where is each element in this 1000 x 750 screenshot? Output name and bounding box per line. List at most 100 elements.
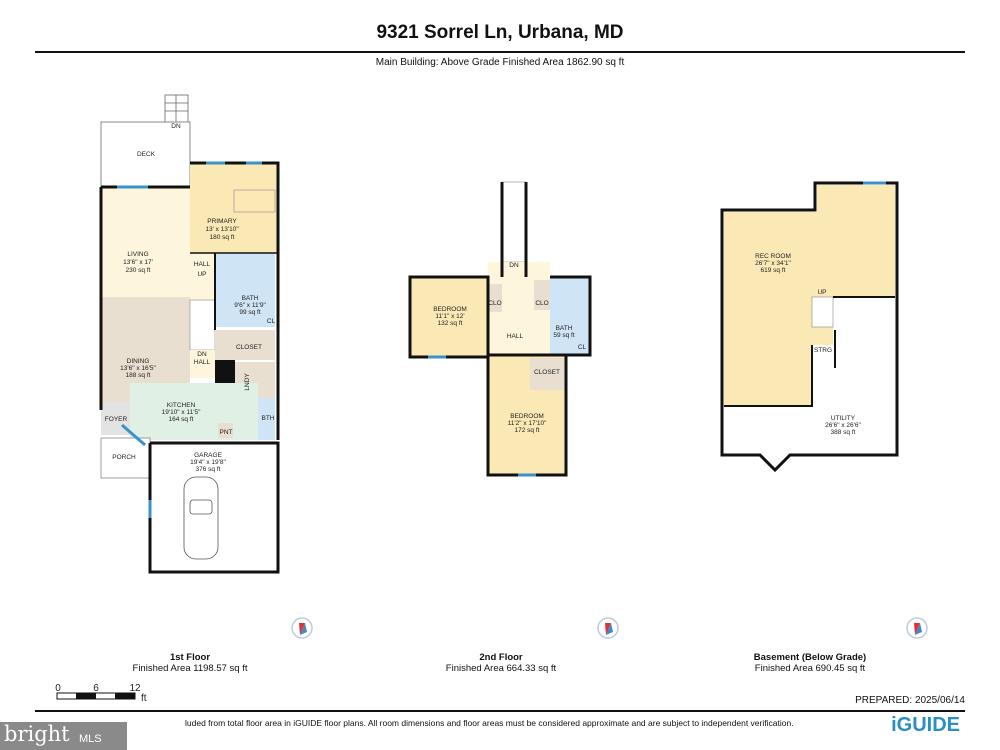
label-garage-dims: 19'4" x 19'8": [190, 459, 226, 466]
room-hall-2: [190, 350, 215, 378]
page-subtitle: Main Building: Above Grade Finished Area…: [375, 57, 625, 68]
label-garage-area: 376 sq ft: [196, 466, 221, 473]
label-utility-dims: 26'6" x 26'6": [825, 422, 861, 429]
label-bedroom-1-dims: 11'1" x 12': [435, 313, 464, 320]
label-living-dims: 13'6" x 17': [123, 259, 153, 266]
room-closet: [530, 358, 565, 390]
floor-name: Basement (Below Grade): [753, 652, 867, 663]
label-kitchen-dims: 19'10" x 11'5": [162, 409, 201, 416]
room-hall: [190, 253, 215, 300]
label-up: UP: [817, 289, 826, 296]
label-closet: CLOSET: [236, 344, 262, 351]
floor-area: Finished Area 664.33 sq ft: [445, 663, 557, 674]
label-kitchen-area: 164 sq ft: [169, 416, 194, 423]
floor-name: 2nd Floor: [479, 652, 523, 663]
stairs: [501, 181, 527, 263]
label-bath: BATH: [556, 325, 573, 332]
label-pantry: PNT: [220, 429, 233, 436]
label-bedroom-2: BEDROOM: [510, 413, 544, 420]
page-title: 9321 Sorrel Ln, Urbana, MD: [376, 22, 624, 43]
room-clo-2: [534, 280, 550, 310]
compass-icon: [291, 617, 313, 639]
label-bth: BTH: [262, 415, 275, 422]
label-bedroom-2-area: 172 sq ft: [515, 427, 540, 434]
floor-caption-basement: Basement (Below Grade) Finished Area 690…: [700, 652, 920, 674]
prepared-date: PREPARED: 2025/06/14: [855, 695, 965, 706]
label-rec-room-area: 619 sq ft: [761, 267, 786, 274]
disclaimer: luded from total floor area in iGUIDE fl…: [185, 718, 794, 728]
label-bath-area: 99 sq ft: [239, 309, 261, 316]
label-storage: STRG: [814, 347, 832, 354]
compass-icon: [906, 617, 928, 639]
scale-tick: 12: [129, 683, 141, 694]
floor-name: 1st Floor: [169, 652, 211, 663]
wall-block: [215, 360, 235, 384]
windows: [428, 355, 536, 477]
label-dn: DN: [509, 262, 519, 269]
stairs: [189, 299, 216, 351]
label-dn: DN: [197, 351, 207, 358]
label-bedroom-1: BEDROOM: [433, 306, 467, 313]
label-bath: BATH: [242, 295, 259, 302]
label-dining-area: 188 sq ft: [126, 372, 151, 379]
scale-tick: 6: [93, 683, 99, 694]
label-utility: UTILITY: [831, 415, 856, 422]
compass-icon: [597, 617, 619, 639]
room-pantry: [218, 423, 233, 438]
label-cl: CL: [267, 318, 276, 325]
room-closet: [215, 330, 275, 360]
label-dining-dims: 13'6" x 16'5": [120, 365, 156, 372]
scale-bar: 0 6 12 ft: [55, 683, 147, 704]
label-clo-2: CLO: [535, 300, 548, 307]
label-living: LIVING: [127, 251, 148, 258]
label-rec-room-dims: 26'7" x 34'1": [755, 260, 791, 267]
label-deck-dn: DN: [171, 123, 181, 130]
label-primary-area: 180 sq ft: [210, 234, 235, 241]
room-clo-1: [488, 284, 502, 312]
floor-caption-1: 1st Floor Finished Area 1198.57 sq ft: [80, 652, 300, 674]
room-bath: [550, 277, 590, 355]
header-divider: [35, 51, 965, 53]
room-kitchen: [130, 383, 258, 440]
label-dining: DINING: [127, 358, 150, 365]
first-floor-plan: DECK DN PRIMARY 13' x 13'10" 180 sq ft L…: [99, 94, 280, 574]
label-utility-area: 388 sq ft: [831, 429, 856, 436]
label-hall-2: HALL: [194, 359, 211, 366]
scale-unit: ft: [141, 693, 147, 704]
windows: [117, 161, 262, 518]
label-hall: HALL: [194, 261, 211, 268]
floor-area: Finished Area 1198.57 sq ft: [132, 663, 248, 674]
footer-divider: [35, 710, 965, 712]
label-cl: CL: [578, 344, 587, 351]
deck-stairs: [164, 94, 189, 123]
label-up: UP: [197, 271, 206, 278]
car-icon: [183, 476, 219, 560]
floor-area: Finished Area 690.45 sq ft: [754, 663, 866, 674]
scale-tick: 0: [55, 683, 61, 694]
label-rec-room: REC ROOM: [755, 253, 791, 260]
label-garage: GARAGE: [194, 452, 222, 459]
second-floor-plan: DN BEDROOM 11'1" x 12' 132 sq ft CLO CLO…: [408, 181, 592, 477]
room-bath: [215, 253, 275, 327]
room-deck: [100, 121, 191, 188]
label-foyer: FOYER: [105, 416, 128, 423]
label-deck: DECK: [137, 151, 156, 158]
bed-furniture: [233, 189, 276, 213]
label-porch: PORCH: [112, 454, 136, 461]
walls: [724, 296, 895, 407]
room-bedroom-1: [410, 277, 488, 357]
label-clo-1: CLO: [488, 300, 501, 307]
room-bth: [258, 398, 275, 440]
label-bedroom-2-dims: 11'2" x 17'10": [508, 420, 547, 427]
room-garage: [150, 443, 278, 572]
label-primary-dims: 13' x 13'10": [205, 226, 239, 233]
basement-plan: REC ROOM 26'7" x 34'1" 619 sq ft UP STRG…: [720, 181, 899, 473]
stairs: [811, 296, 834, 328]
floor-caption-2: 2nd Floor Finished Area 664.33 sq ft: [391, 652, 611, 674]
label-bedroom-1-area: 132 sq ft: [438, 320, 463, 327]
label-bath-dims: 9'6" x 11'9": [234, 302, 266, 309]
label-living-area: 230 sq ft: [126, 267, 151, 274]
room-living: [101, 187, 190, 297]
